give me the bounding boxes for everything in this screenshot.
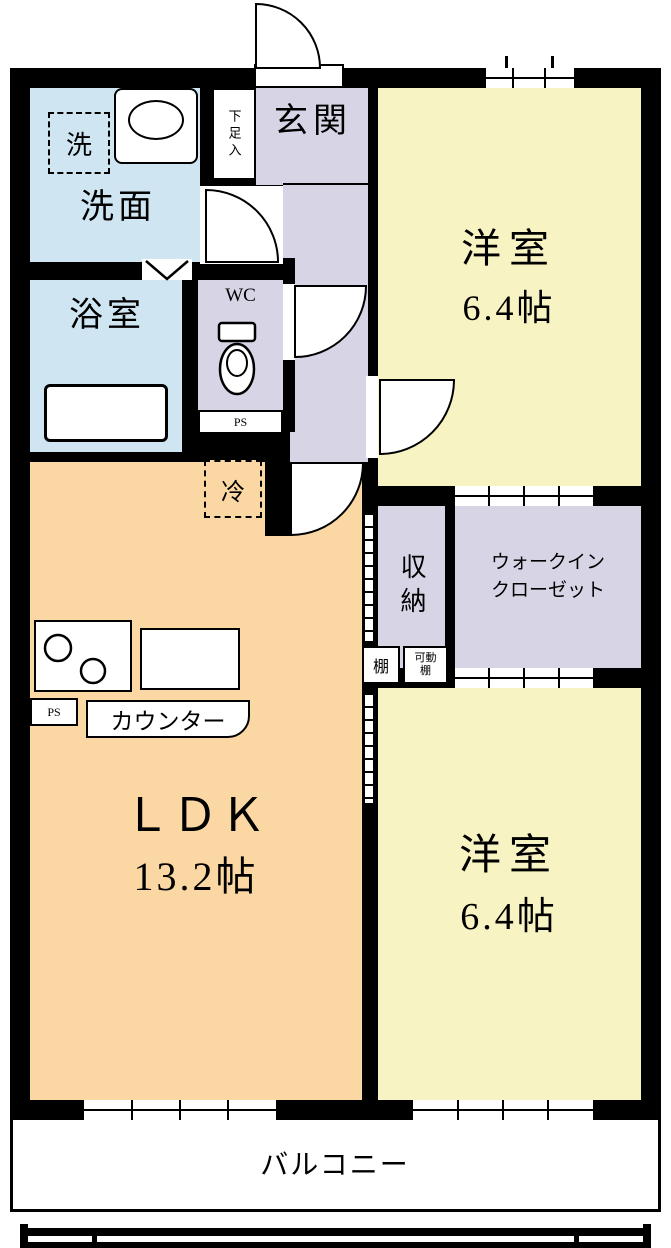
movable-shelf-label: 可動 棚 bbox=[414, 651, 437, 677]
bathtub bbox=[44, 384, 168, 442]
window-tick-1 bbox=[505, 56, 508, 68]
entrance-opening bbox=[254, 64, 344, 88]
shelf-box: 棚 bbox=[362, 646, 400, 684]
ldk-door-stub bbox=[265, 432, 290, 536]
bedroom-top-doorway bbox=[366, 376, 378, 458]
wc-label: WC bbox=[225, 285, 256, 306]
closet-opening-bottom bbox=[455, 668, 593, 688]
room-storage bbox=[378, 506, 445, 668]
storage-label-wrap: 収納 bbox=[378, 510, 445, 664]
room-ldk bbox=[30, 462, 362, 1100]
refrigerator-label: 冷 bbox=[221, 479, 245, 506]
entrance-door-arc bbox=[255, 2, 322, 69]
window-bedroom-bottom bbox=[413, 1100, 593, 1120]
storage-sliding-door bbox=[364, 512, 374, 642]
room-hallway bbox=[283, 88, 368, 462]
ldk-label: ＬＤＫ bbox=[124, 790, 268, 841]
room-bedroom-top bbox=[378, 88, 641, 486]
window-bedroom-top bbox=[486, 68, 574, 88]
washroom-label: 洗面 bbox=[80, 189, 156, 226]
counter-bar: カウンター bbox=[86, 700, 250, 738]
balcony-railing-post-left bbox=[20, 1224, 28, 1248]
kitchen-ps-box: PS bbox=[30, 698, 78, 726]
wc-doorway bbox=[283, 284, 295, 360]
bedroom-top-label: 洋室 bbox=[461, 226, 557, 271]
balcony-label: バルコニー bbox=[260, 1150, 410, 1181]
balcony-area bbox=[10, 1120, 661, 1212]
washroom-doorway bbox=[200, 186, 283, 264]
balcony-railing-tick-1 bbox=[92, 1228, 97, 1246]
shelf-label: 棚 bbox=[372, 659, 389, 676]
stove-unit bbox=[34, 620, 132, 692]
closet-opening-top bbox=[455, 486, 593, 506]
balcony-railing-post-right bbox=[643, 1224, 651, 1248]
bedroom-bottom-size: 6.4帖 bbox=[460, 896, 558, 938]
refrigerator-space-box: 冷 bbox=[204, 460, 262, 518]
ldk-size: 13.2帖 bbox=[133, 854, 259, 899]
bedroom-bottom-sliding-door bbox=[364, 692, 374, 804]
bath-label: 浴室 bbox=[69, 297, 145, 334]
kitchen-ps-label: PS bbox=[47, 704, 61, 719]
wic-label-line1: ウォークイン bbox=[490, 552, 605, 573]
washer-space-box bbox=[48, 112, 110, 174]
bedroom-bottom-label: 洋室 bbox=[458, 833, 559, 879]
bedroom-top-size: 6.4帖 bbox=[462, 288, 556, 328]
shoe-cabinet-label: 下足入 bbox=[226, 108, 242, 160]
sink-counter bbox=[140, 628, 240, 690]
balcony-railing-bar-1 bbox=[24, 1228, 647, 1236]
counter-label: カウンター bbox=[110, 709, 226, 734]
balcony-railing-tick-2 bbox=[574, 1228, 579, 1246]
wic-label-line2: クローゼット bbox=[490, 580, 605, 601]
movable-shelf-box: 可動 棚 bbox=[403, 646, 448, 684]
wc-ps-label: PS bbox=[233, 414, 248, 429]
window-ldk bbox=[84, 1100, 276, 1120]
washer-label-wrap: 洗 bbox=[48, 112, 110, 174]
shoe-cabinet-box bbox=[212, 88, 256, 180]
window-tick-2 bbox=[551, 56, 554, 68]
balcony-railing-bar-2 bbox=[24, 1242, 647, 1248]
room-bedroom-bottom bbox=[378, 688, 641, 1100]
storage-label: 収納 bbox=[397, 553, 426, 621]
genkan-step-line bbox=[283, 183, 368, 185]
room-walk-in-closet bbox=[455, 506, 641, 668]
washer-label: 洗 bbox=[65, 130, 92, 160]
genkan-label: 玄関 bbox=[274, 103, 352, 140]
wc-ps-box: PS bbox=[198, 410, 283, 434]
sink-basin bbox=[128, 100, 184, 140]
shoe-cabinet-label-wrap: 下足入 bbox=[212, 88, 256, 180]
